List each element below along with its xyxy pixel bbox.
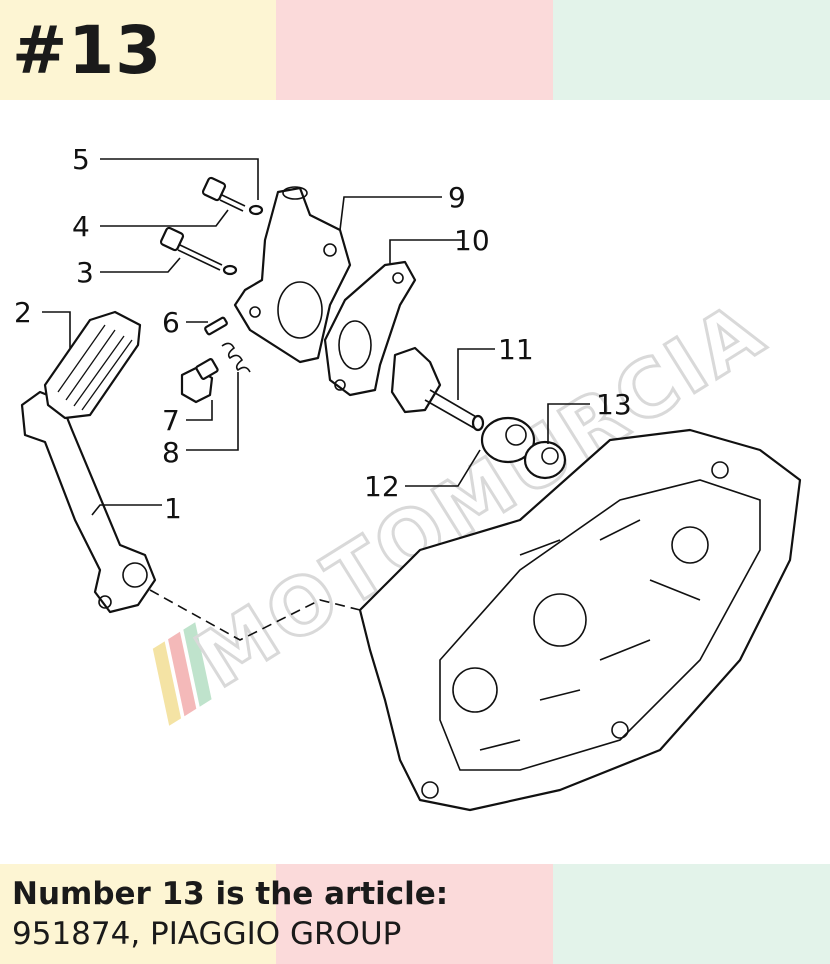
plug-bolt: [180, 358, 219, 404]
callout-5: 5: [72, 143, 90, 176]
kickstart-lever: [20, 390, 157, 614]
kickstart-housing: [233, 186, 352, 364]
leader-8: [186, 372, 239, 451]
callout-3: 3: [76, 256, 94, 289]
pin: [204, 316, 228, 336]
footer-band-pink: [276, 864, 553, 964]
leader-3: [100, 257, 181, 273]
callout-6: 6: [162, 306, 180, 339]
callout-2: 2: [14, 296, 32, 329]
crankcase-cover: [358, 428, 802, 812]
spring: [221, 342, 251, 373]
kickstart-shaft: [390, 346, 485, 432]
leader-7: [186, 400, 213, 421]
leader-13: [547, 403, 590, 444]
leader-5: [100, 158, 259, 200]
exploded-parts-diagram: MOTOMURCIA: [14, 143, 802, 812]
leader-4: [100, 209, 229, 227]
leader-1: [91, 504, 162, 516]
article-caption: Number 13 is the article: 951874, PIAGGI…: [12, 874, 818, 954]
callout-11: 11: [498, 333, 534, 366]
callout-13: 13: [596, 388, 632, 421]
callout-8: 8: [162, 436, 180, 469]
callout-1: 1: [164, 492, 182, 525]
leader-11: [457, 348, 495, 400]
callout-9: 9: [448, 181, 466, 214]
header-band: [0, 0, 830, 100]
leader-10: [389, 239, 462, 265]
callout-4: 4: [72, 210, 90, 243]
callout-12: 12: [364, 470, 400, 503]
callout-10: 10: [454, 224, 490, 257]
kickstart-grip: [43, 310, 142, 420]
short-bolt: [201, 176, 264, 216]
footer-band-mint: [553, 864, 830, 964]
caption-heading: Number 13 is the article:: [12, 876, 449, 912]
leader-12: [405, 449, 481, 487]
header-band-mint: [553, 0, 830, 100]
long-bolt: [159, 226, 238, 276]
gasket: [323, 260, 417, 397]
header-band-pink: [276, 0, 553, 100]
footer-band: [0, 864, 830, 964]
bushing: [480, 416, 536, 464]
footer-band-yellow: [0, 864, 276, 964]
leader-9: [339, 196, 442, 231]
callout-7: 7: [162, 404, 180, 437]
bearing: [523, 440, 567, 480]
alignment-line: [149, 589, 361, 641]
article-code: 951874, PIAGGIO GROUP: [12, 916, 402, 952]
header-band-yellow: [0, 0, 276, 100]
item-number-badge: #13: [12, 12, 163, 89]
leader-2: [42, 311, 71, 348]
